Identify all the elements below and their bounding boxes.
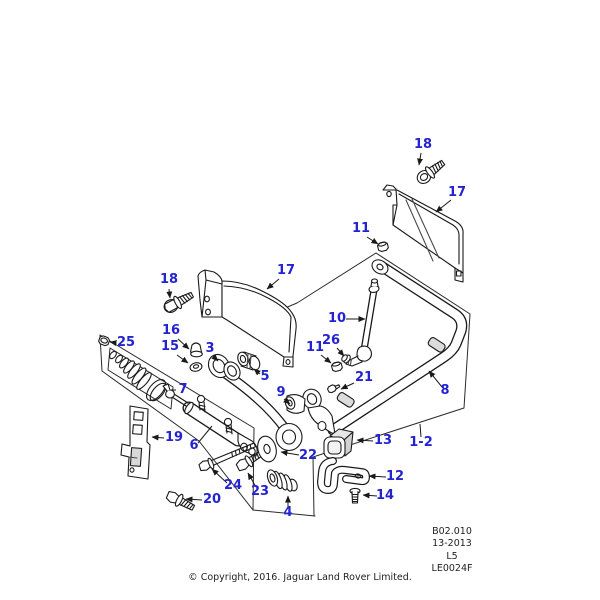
callout-19: 19 (165, 430, 183, 445)
pin-21 (326, 384, 341, 394)
callout-11: 11 (352, 221, 370, 236)
boot-kit (109, 350, 167, 402)
callout-6: 6 (189, 438, 198, 453)
callout-16: 16 (162, 323, 180, 338)
screw-left (163, 291, 194, 313)
callout-leader-9 (283, 397, 291, 405)
nut-upper (376, 241, 389, 253)
callout-15: 15 (161, 339, 179, 354)
nut-11-lower (330, 361, 343, 373)
grommet-15 (189, 362, 203, 372)
callout-leader-20 (185, 496, 203, 503)
callout-5: 5 (260, 369, 269, 384)
steering-damper (162, 383, 258, 457)
callout-7: 7 (178, 382, 187, 397)
callout-12: 12 (386, 469, 404, 484)
callout-leader-23 (247, 472, 257, 488)
copyright-note: © Copyright, 2016. Jaguar Land Rover Lim… (188, 572, 412, 583)
callout-22: 22 (299, 448, 317, 463)
callout-leader-11 (366, 236, 379, 245)
callout-leader-21 (340, 382, 355, 390)
callout-18: 18 (160, 272, 178, 287)
callout-14: 14 (376, 488, 394, 503)
callout-leader-18 (166, 288, 173, 299)
callout-17: 17 (277, 263, 295, 278)
callout-23: 23 (251, 484, 269, 499)
callout-1-2: 1-2 (409, 435, 433, 450)
callout-21: 21 (355, 370, 373, 385)
callout-leader-5 (253, 368, 261, 376)
callout-leader-14 (362, 492, 378, 499)
callout-leader-24 (211, 468, 228, 484)
nut-25 (98, 335, 111, 347)
callout-leader-13 (356, 437, 374, 444)
callout-18: 18 (414, 137, 432, 152)
bar-end-link (302, 388, 336, 434)
clamp-12 (317, 457, 370, 494)
washer-26 (341, 354, 351, 364)
callout-leader-26 (336, 347, 345, 357)
stabilizer-link (345, 278, 380, 367)
callout-4: 4 (283, 505, 292, 520)
callout-leader-8 (428, 370, 443, 388)
callout-leader-25 (109, 340, 117, 347)
callout-leader-6 (197, 425, 213, 444)
heat-shield-upper (382, 184, 464, 283)
callout-leader-1-2 (419, 423, 422, 438)
callout-20: 20 (203, 492, 221, 507)
callout-leader-15 (176, 354, 189, 364)
drawing-number: B02.010 (432, 526, 472, 537)
callout-leader-3 (211, 354, 219, 362)
callout-leader-19 (151, 434, 165, 441)
screw-upper (416, 159, 446, 185)
callout-10: 10 (328, 311, 346, 326)
bolt-20 (165, 490, 196, 511)
callout-8: 8 (440, 383, 449, 398)
callout-leader-12 (368, 473, 387, 480)
callout-9: 9 (276, 385, 285, 400)
screw-14 (349, 487, 361, 504)
callout-leader-16 (177, 338, 190, 350)
washer-22 (257, 435, 277, 463)
drawing-ref-code: LE0024F (431, 563, 473, 575)
bracket-19 (120, 405, 151, 480)
drawing-reference-block: B02.010 13-2013 L5 LE0024F (405, 526, 499, 576)
callout-24: 24 (224, 478, 242, 493)
callout-11: 11 (306, 340, 324, 355)
mount-block-13 (323, 428, 354, 459)
assembly-boundary-lines (99, 252, 471, 517)
drawing-date: 13-2013 (432, 538, 472, 550)
callout-leader-22 (280, 450, 300, 457)
bushing-5 (237, 351, 261, 371)
callout-3: 3 (205, 341, 214, 356)
callout-leader-17 (435, 199, 452, 213)
callout-leader-11 (320, 354, 332, 364)
callout-17: 17 (448, 185, 466, 200)
heat-shield-middle (197, 269, 297, 368)
drawing-sheet: L5 (446, 550, 458, 562)
callout-13: 13 (374, 433, 392, 448)
callout-leader-17 (266, 278, 280, 290)
callout-26: 26 (322, 333, 340, 348)
callout-leader-18 (417, 152, 424, 166)
anti-roll-bar (327, 259, 468, 436)
callout-25: 25 (117, 335, 135, 350)
bushing-4 (266, 469, 298, 492)
bolt-24 (198, 442, 257, 472)
cap-16 (189, 342, 203, 358)
